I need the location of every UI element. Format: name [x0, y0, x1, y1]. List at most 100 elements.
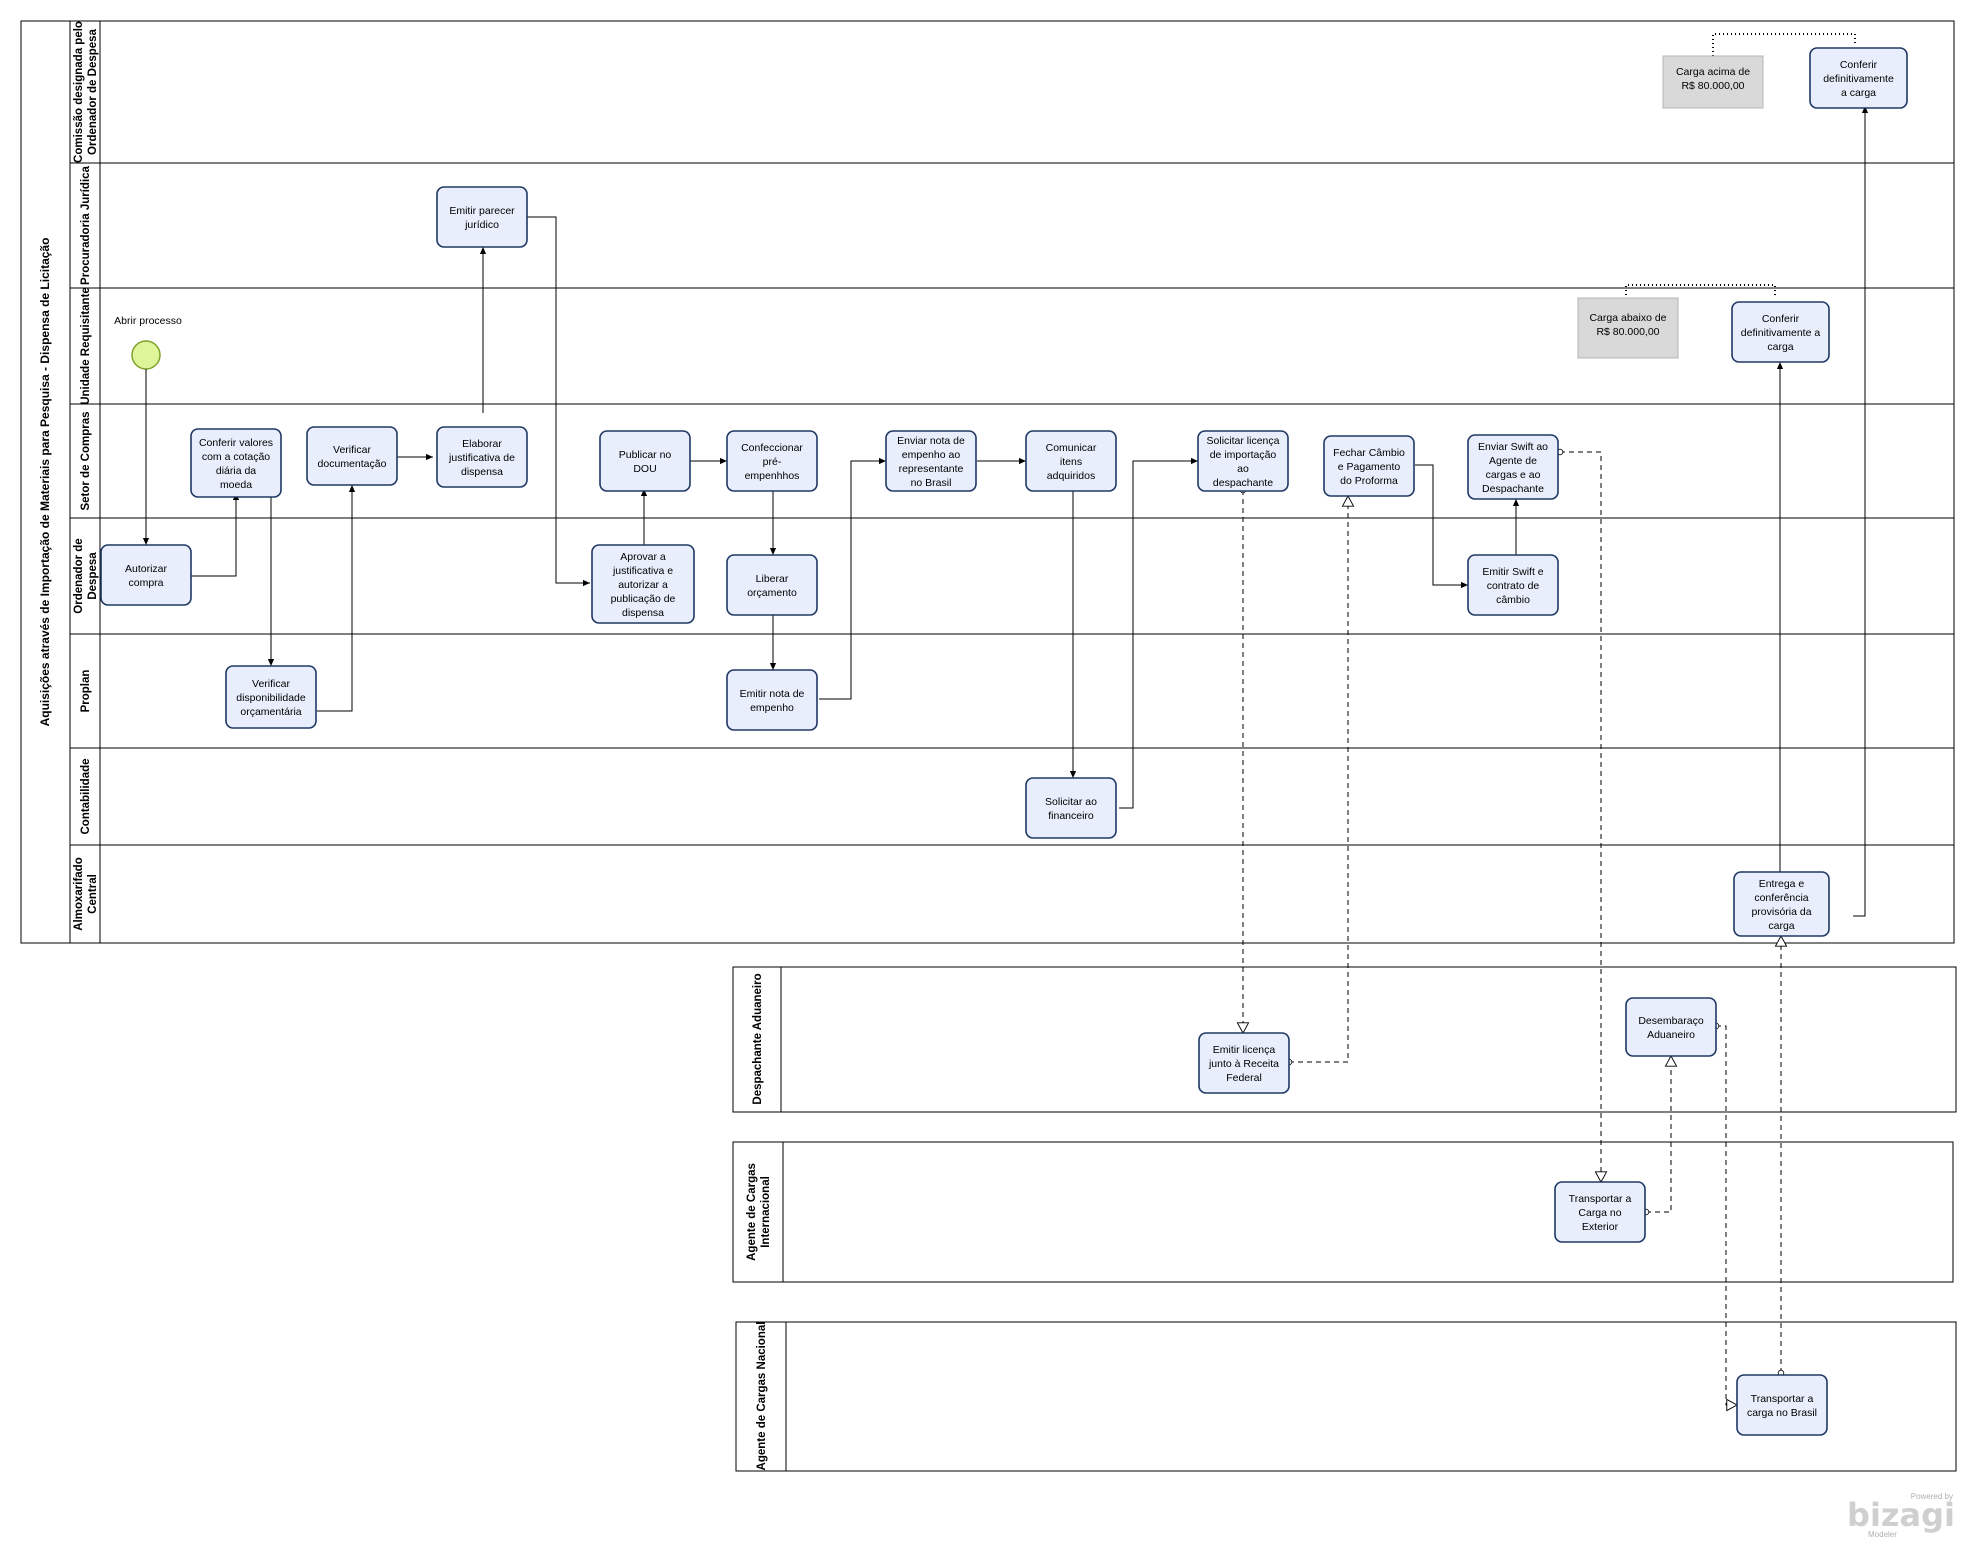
- task-label: Emitir nota de: [740, 688, 805, 700]
- main-pool: Aquisições através de Importação de Mate…: [20, 20, 1955, 944]
- task-label: Confeccionar: [741, 442, 803, 454]
- task-label: representante: [899, 463, 964, 475]
- task-label: dispensa: [461, 466, 503, 478]
- task-label: com a cotação: [202, 451, 270, 463]
- svg-text:Powered by: Powered by: [1911, 1492, 1953, 1501]
- task-label: despachante: [1213, 477, 1273, 489]
- task-label: empenhhos: [745, 470, 800, 482]
- task-label: DOU: [633, 463, 656, 475]
- task-label: moeda: [220, 479, 252, 491]
- pool-title-agente_int: Internacional: [760, 1176, 772, 1248]
- task-label: definitivamente: [1823, 73, 1894, 85]
- task-label: Autorizar: [125, 563, 168, 575]
- task-label: Solicitar licença: [1207, 435, 1280, 447]
- task-label: justificativa e: [612, 565, 673, 577]
- task-label: Verificar: [252, 678, 290, 690]
- task-label: adquiridos: [1047, 470, 1095, 482]
- svg-text:Modeler: Modeler: [1868, 1530, 1897, 1539]
- annotation-abaixo: Carga abaixo deR$ 80.000,00: [1577, 297, 1679, 359]
- task-label: Emitir licença: [1213, 1044, 1276, 1056]
- task-label: justificativa de: [448, 452, 515, 464]
- task-label: Carga no: [1578, 1207, 1621, 1219]
- lane-title-unidade: Unidade Requisitante: [80, 287, 92, 405]
- lane-title-comissao: Comissão designada pelo: [73, 21, 85, 163]
- task-label: Desembaraço: [1638, 1015, 1704, 1027]
- pool-agente-internacional: [732, 1141, 1954, 1283]
- task-label: Conferir: [1840, 59, 1878, 71]
- task-label: Transportar a: [1569, 1193, 1632, 1205]
- lane-title-almoxarifado: Almoxarifado: [73, 857, 85, 931]
- task-label: cargas e ao: [1486, 469, 1541, 481]
- task-label: Emitir parecer: [449, 205, 515, 217]
- task-label: conferência: [1754, 892, 1808, 904]
- task-label: compra: [128, 577, 163, 589]
- task-label: carga no Brasil: [1747, 1407, 1817, 1419]
- task-label: Comunicar: [1046, 442, 1097, 454]
- task-label: orçamento: [747, 587, 797, 599]
- annotation-text: Carga abaixo de: [1589, 312, 1666, 324]
- lane-title-proplan: Proplan: [80, 670, 92, 713]
- task-label: Aprovar a: [620, 551, 666, 563]
- task-label: Enviar nota de: [897, 435, 965, 447]
- task-liberar[interactable]: Liberar orçamento: [726, 554, 818, 616]
- task-autorizar[interactable]: Autorizar compra: [100, 544, 192, 606]
- pool-agente-nacional: [735, 1321, 1957, 1472]
- task-emitir-parecer[interactable]: Emitir parecer jurídico: [436, 186, 528, 248]
- pool-title-agente_nac: Agente de Cargas Nacional: [756, 1322, 768, 1471]
- start-event-label: Abrir processo: [114, 315, 182, 327]
- task-solicitar-lic[interactable]: Solicitar licença de importação ao despacha…: [1197, 430, 1289, 492]
- pool-title-despachante: Despachante Aduaneiro: [752, 973, 764, 1104]
- task-label: Aduaneiro: [1647, 1029, 1695, 1041]
- task-label: financeiro: [1048, 810, 1094, 822]
- task-label: do Proforma: [1340, 475, 1398, 487]
- task-label: Conferir valores: [199, 437, 273, 449]
- task-label: no Brasil: [911, 477, 952, 489]
- task-label: de importação: [1210, 449, 1277, 461]
- task-label: carga: [1768, 920, 1794, 932]
- pool-title: Aquisições através de Importação de Mate…: [38, 238, 52, 727]
- task-label: câmbio: [1496, 594, 1530, 606]
- task-label: jurídico: [464, 219, 499, 231]
- bizagi-logo: Powered by bizagi Modeler: [1847, 1492, 1955, 1539]
- lane-title-setor: Setor de Compras: [80, 411, 92, 510]
- lane-title-ordenador: Despesa: [87, 552, 99, 600]
- task-label: disponibilidade: [236, 692, 306, 704]
- task-comunicar[interactable]: Comunicar itens adquiridos: [1025, 430, 1117, 492]
- task-elaborar[interactable]: Elaborar justificativa de dispensa: [436, 426, 528, 488]
- pool-despachante: [732, 966, 1957, 1113]
- task-label: Elaborar: [462, 438, 502, 450]
- task-label: itens: [1060, 456, 1082, 468]
- task-label: pré-: [763, 456, 782, 468]
- task-label: autorizar a: [618, 579, 668, 591]
- task-label: ao: [1237, 463, 1249, 475]
- start-event-abrir-processo[interactable]: [131, 340, 161, 370]
- task-label: contrato de: [1487, 580, 1540, 592]
- task-label: Federal: [1226, 1072, 1262, 1084]
- task-label: Despachante: [1482, 483, 1544, 495]
- lane-title-procuradoria: Procuradoria Jurídica: [80, 165, 92, 284]
- message-flows: [1236, 448, 1788, 1412]
- task-label: dispensa: [622, 607, 664, 619]
- sequence-flows: [142, 106, 1869, 917]
- task-label: Liberar: [756, 573, 789, 585]
- task-confeccionar[interactable]: Confeccionar pré-empenhhos: [726, 430, 818, 492]
